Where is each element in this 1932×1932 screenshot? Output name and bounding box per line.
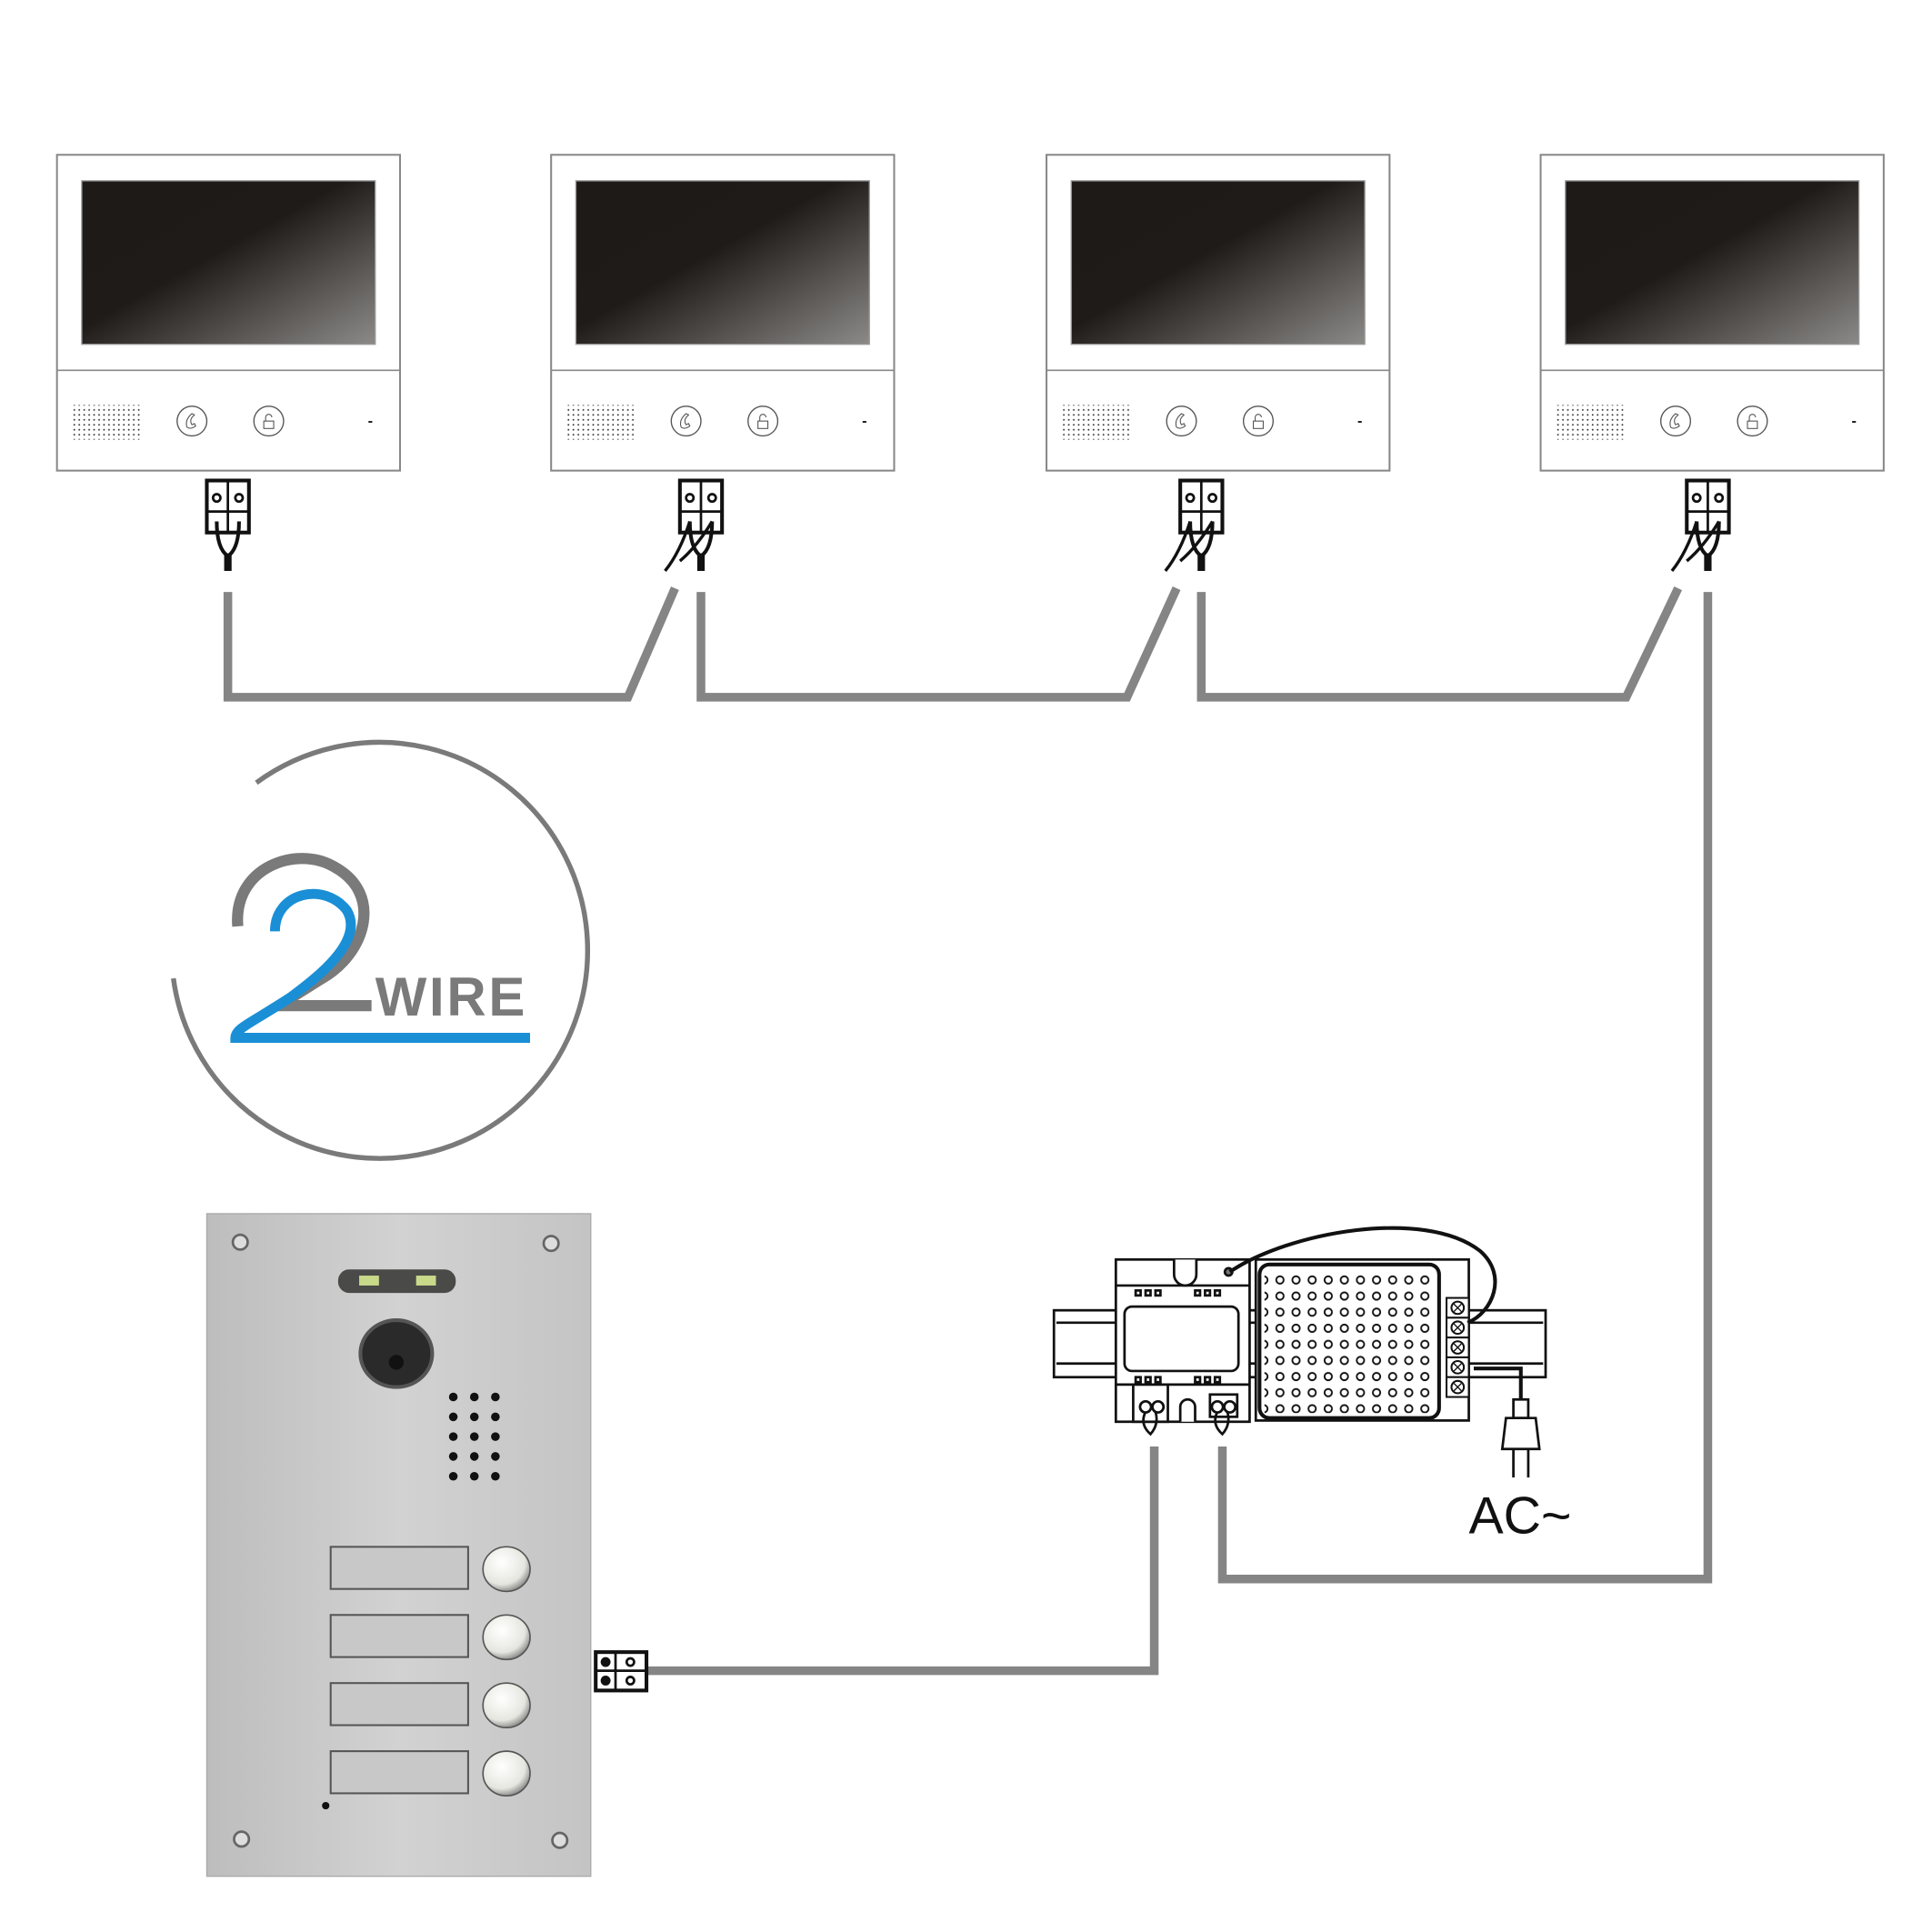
monitor-screen	[1565, 180, 1860, 345]
speaker-hole	[448, 1471, 458, 1481]
ir-led-strip	[337, 1269, 456, 1294]
speaker-hole	[448, 1392, 458, 1402]
bus-cables	[223, 586, 1713, 1676]
status-indicator: -	[1851, 414, 1856, 430]
cable-doorstation-power	[646, 1446, 1159, 1676]
logo-numeral-grey	[232, 853, 372, 1012]
name-plate	[329, 1546, 469, 1590]
speaker-grille-icon	[70, 405, 143, 440]
unlock-icon	[1747, 420, 1758, 429]
call-button[interactable]	[670, 405, 702, 437]
call-button[interactable]	[482, 1750, 531, 1797]
monitor-screen	[1070, 180, 1366, 345]
cable-monitor1-monitor2	[223, 586, 679, 702]
unlock-icon	[757, 420, 769, 429]
call-button[interactable]	[1166, 405, 1197, 437]
indoor-monitor: -	[55, 154, 402, 571]
speaker-grille-icon	[1060, 405, 1133, 440]
call-button[interactable]	[482, 1682, 531, 1729]
logo-word: WIRE	[375, 966, 527, 1027]
speaker-holes	[448, 1392, 500, 1481]
call-button[interactable]	[176, 405, 208, 437]
speaker-hole	[469, 1452, 479, 1461]
speaker-hole	[448, 1452, 458, 1461]
status-indicator: -	[368, 414, 373, 430]
logo-ring	[171, 739, 591, 1161]
status-indicator: -	[862, 414, 866, 430]
speaker-hole	[469, 1432, 479, 1441]
monitor-terminal-block	[1670, 478, 1731, 573]
screw-icon	[551, 1831, 569, 1849]
speaker-hole	[491, 1432, 500, 1441]
speaker-hole	[491, 1412, 500, 1422]
name-plate	[329, 1682, 469, 1727]
cable-monitor4-power	[1217, 592, 1713, 1584]
screw-icon	[542, 1235, 560, 1253]
call-button[interactable]	[482, 1614, 531, 1661]
call-button[interactable]	[482, 1546, 531, 1593]
speaker-grille-icon	[1554, 405, 1627, 440]
name-plate	[329, 1750, 469, 1795]
status-indicator: -	[1357, 414, 1362, 430]
unlock-icon	[263, 420, 275, 429]
speaker-hole	[448, 1412, 458, 1422]
two-wire-logo: WIRE 2	[0, 0, 591, 1161]
speaker-grille-icon	[565, 405, 637, 440]
indoor-monitor: -	[1539, 154, 1885, 573]
cable-monitor2-monitor3	[696, 586, 1181, 702]
speaker-hole	[469, 1392, 479, 1402]
door-terminal-block	[594, 1650, 649, 1693]
indoor-monitor: -	[1046, 154, 1391, 573]
power-supply-unit	[1052, 1226, 1547, 1478]
speaker-hole	[469, 1471, 479, 1481]
monitor-screen	[81, 180, 376, 345]
call-icon	[1175, 413, 1186, 429]
call-icon	[1669, 413, 1680, 429]
plug-icon	[1500, 1416, 1541, 1451]
monitor-screen	[575, 180, 870, 345]
speaker-hole	[491, 1452, 500, 1461]
camera-lens-icon	[358, 1318, 435, 1389]
door-station	[205, 1213, 592, 1877]
call-icon	[679, 413, 691, 429]
speaker-hole	[491, 1392, 500, 1402]
speaker-hole	[491, 1471, 500, 1481]
name-plate	[329, 1614, 469, 1658]
unlock-icon	[1252, 420, 1264, 429]
screw-icon	[231, 1233, 249, 1251]
monitor-terminal-block	[1164, 478, 1225, 573]
microphone-hole	[322, 1801, 330, 1810]
call-button[interactable]	[1660, 405, 1692, 437]
logo-numeral: 2	[0, 0, 1, 1]
monitor-terminal-block	[664, 478, 725, 573]
monitor-terminal-block	[205, 478, 251, 571]
speaker-hole	[448, 1432, 458, 1441]
speaker-hole	[469, 1412, 479, 1422]
cable-monitor3-monitor4	[1196, 586, 1683, 702]
ac-power-label: AC~	[1469, 1487, 1572, 1545]
screw-icon	[233, 1830, 251, 1848]
indoor-monitor: -	[550, 154, 896, 573]
logo-numeral-blue	[230, 888, 531, 1043]
call-icon	[185, 413, 196, 429]
screws	[231, 1233, 569, 1849]
